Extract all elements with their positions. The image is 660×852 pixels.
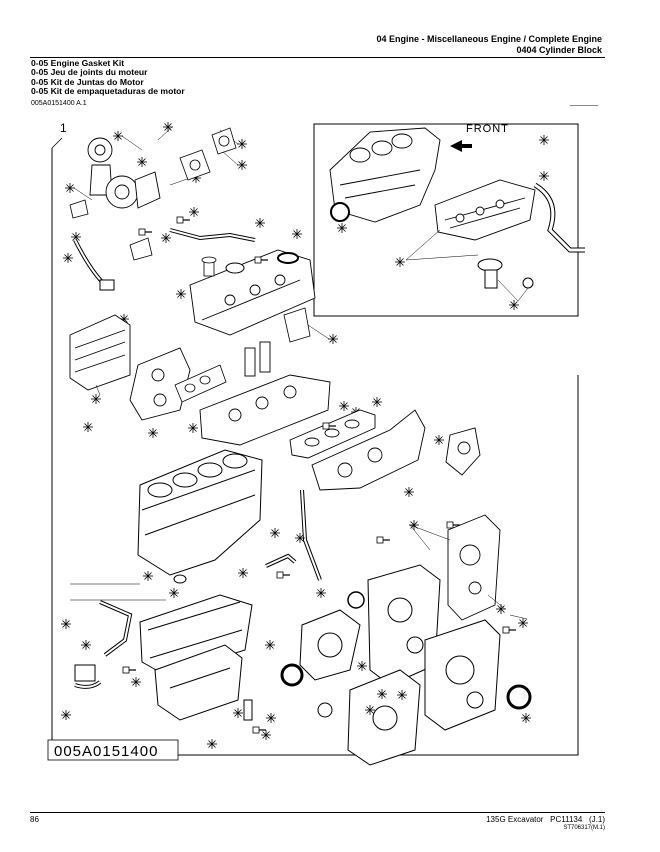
turbocharger <box>87 137 161 209</box>
exploded-engine-diagram: 1 FRONT <box>47 121 585 766</box>
timing-gear-case <box>424 619 501 731</box>
group-title: 0404 Cylinder Block <box>516 45 602 55</box>
figure-divider <box>570 105 598 106</box>
front-arrow <box>450 140 472 152</box>
figure-id-label: 005A0151400 A.1 <box>31 100 87 107</box>
front-cover <box>367 564 441 686</box>
figure-stamp: 005A0151400 <box>54 743 158 760</box>
egr-cooler <box>69 314 131 391</box>
front-label: FRONT <box>466 123 509 135</box>
exhaust-manifold <box>311 409 426 491</box>
footer-rule <box>30 812 605 813</box>
kit-titles: 0-05 Engine Gasket Kit 0-05 Jeu de joint… <box>31 58 185 97</box>
figure-stamp-box <box>47 739 179 761</box>
oil-pan <box>154 644 243 721</box>
section-title: 04 Engine - Miscellaneous Engine / Compl… <box>376 34 602 44</box>
footer-pc: PC11134 <box>550 815 583 824</box>
inset-engine-block <box>329 127 441 223</box>
footer-model: 135G Excavator PC11134 (J.1) <box>486 815 605 824</box>
head-gasket <box>289 409 376 459</box>
cylinder-block <box>137 449 263 576</box>
title-spanish: 0-05 Kit de empaquetaduras de motor <box>31 86 185 97</box>
rear-crank-seal <box>506 684 532 710</box>
footer-code: ST706317(M.1) <box>563 825 605 831</box>
callout-number: 1 <box>60 121 67 135</box>
oil-filler-cap <box>201 256 217 277</box>
water-pump <box>299 609 361 681</box>
title-portuguese: 0-05 Kit de Juntas do Motor <box>31 76 144 87</box>
cylinder-head <box>199 341 331 446</box>
gear-case-gasket <box>447 514 501 621</box>
title-english: 0-05 Engine Gasket Kit <box>31 58 125 68</box>
front-crank-seal <box>280 663 304 687</box>
thermostat-housing <box>445 427 481 476</box>
footer-model-name: 135G Excavator <box>486 815 544 824</box>
valve-cover <box>189 249 316 336</box>
rear-housing <box>347 669 421 766</box>
page-number: 86 <box>30 815 39 824</box>
title-french: 0-05 Jeu de joints du moteur <box>31 67 148 78</box>
header-rule <box>30 57 605 58</box>
intake-manifold <box>129 347 191 421</box>
intake-gasket <box>174 364 227 403</box>
footer-rev: (J.1) <box>589 815 605 824</box>
